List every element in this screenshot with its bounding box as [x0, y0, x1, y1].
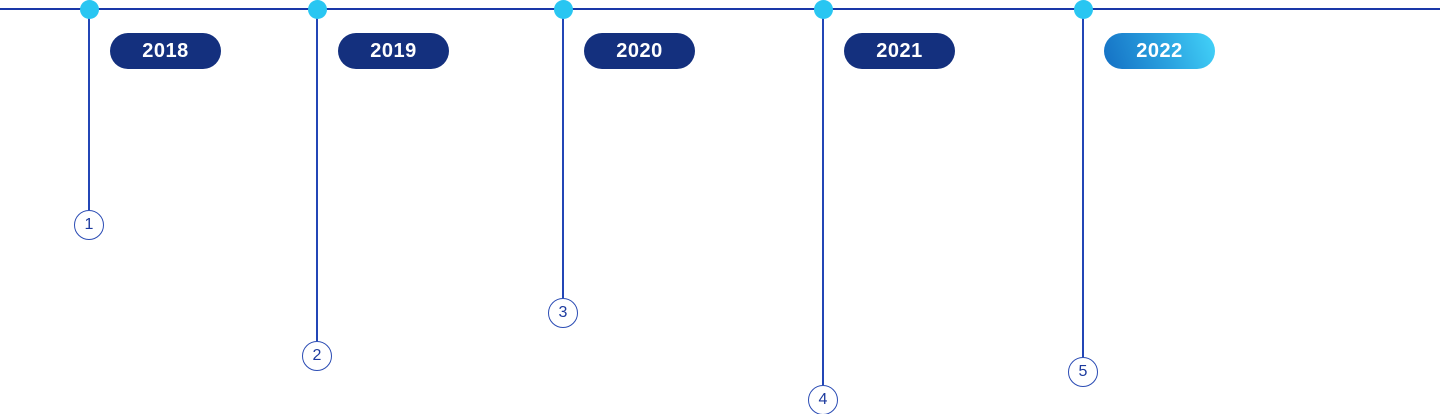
- connector-line: [316, 9, 318, 341]
- year-pill-2022[interactable]: 2022: [1104, 33, 1215, 69]
- year-pill-2020[interactable]: 2020: [584, 33, 695, 69]
- year-pill-2019[interactable]: 2019: [338, 33, 449, 69]
- timeline-dot-icon: [813, 0, 833, 19]
- year-pill-2018[interactable]: 2018: [110, 33, 221, 69]
- connector-line: [562, 9, 564, 298]
- connector-line: [822, 9, 824, 385]
- connector-line: [88, 9, 90, 210]
- step-badge-5: 5: [1068, 357, 1098, 387]
- timeline-dot-icon: [307, 0, 327, 19]
- timeline-axis-line: [0, 8, 1440, 10]
- timeline-dot-icon: [1073, 0, 1093, 19]
- step-badge-1: 1: [74, 210, 104, 240]
- connector-line: [1082, 9, 1084, 357]
- timeline-dot-icon: [79, 0, 99, 19]
- year-pill-2021[interactable]: 2021: [844, 33, 955, 69]
- step-badge-2: 2: [302, 341, 332, 371]
- step-badge-4: 4: [808, 385, 838, 414]
- timeline-dot-icon: [553, 0, 573, 19]
- step-badge-3: 3: [548, 298, 578, 328]
